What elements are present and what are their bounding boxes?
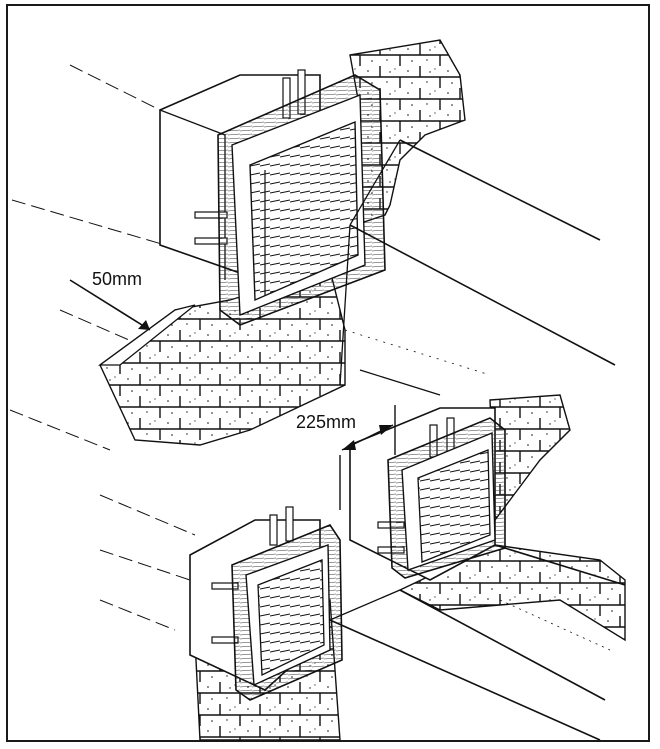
label-50mm: 50mm — [92, 269, 142, 289]
dimension-50mm: 50mm — [69, 269, 151, 331]
bottom-left-outlet — [189, 506, 343, 701]
top-grille — [217, 74, 386, 326]
dimension-225mm: 225mm — [296, 405, 396, 510]
bottom-right-outlet — [349, 407, 506, 581]
bottom-floor-duct — [329, 544, 626, 741]
label-225mm: 225mm — [296, 412, 356, 432]
top-floor-duct — [339, 139, 616, 396]
bottom-duct-run — [99, 494, 196, 631]
